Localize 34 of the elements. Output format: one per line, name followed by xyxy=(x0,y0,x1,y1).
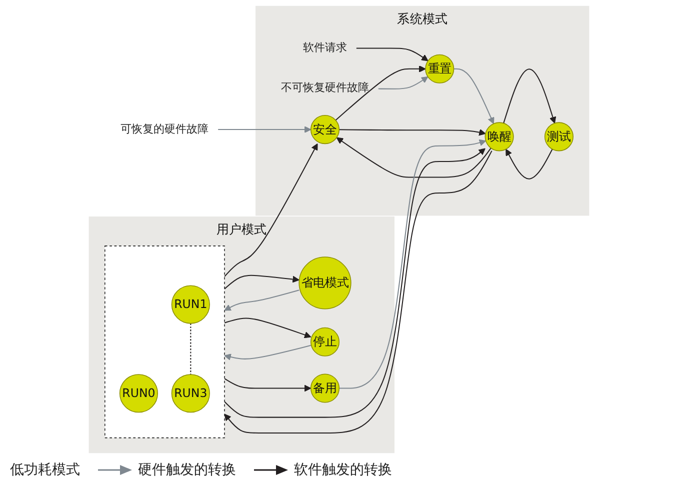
connector xyxy=(190,323,192,374)
node-text: 不可恢复硬件故障 xyxy=(281,82,369,94)
node-circle: 备用 xyxy=(310,374,340,403)
legend-text: 软件触发的转换 xyxy=(294,461,392,479)
arrow xyxy=(224,143,318,277)
node-circle: RUN3 xyxy=(171,374,210,413)
node-circle: 停止 xyxy=(310,327,340,356)
legend-text: 硬件触发的转换 xyxy=(138,461,236,479)
arrow xyxy=(224,290,300,311)
node-circle: 安全 xyxy=(310,115,340,144)
node-circle: 唤醒 xyxy=(484,122,514,152)
arrow xyxy=(336,137,492,178)
arrow xyxy=(335,65,426,121)
arrow xyxy=(224,378,312,392)
arrow xyxy=(339,128,486,136)
node-text: 可恢复的硬件故障 xyxy=(120,122,209,136)
arrow xyxy=(503,68,556,124)
arrow xyxy=(506,148,553,180)
note-label: 低功耗模式 xyxy=(10,461,80,479)
arrow xyxy=(218,126,312,133)
node-circle: RUN0 xyxy=(119,374,158,413)
arrow xyxy=(356,48,428,62)
arrow xyxy=(224,318,312,338)
arrow xyxy=(339,139,486,389)
arrow xyxy=(378,76,428,90)
node-circle: 重置 xyxy=(425,54,454,84)
node-text: 软件请求 xyxy=(303,42,347,54)
cluster xyxy=(104,246,225,438)
arrow xyxy=(224,274,300,290)
arrow xyxy=(454,68,494,124)
arrow xyxy=(224,344,311,360)
node-circle: RUN1 xyxy=(171,285,210,324)
node-circle: 省电模式 xyxy=(298,256,352,310)
node-circle: 测试 xyxy=(544,122,574,152)
